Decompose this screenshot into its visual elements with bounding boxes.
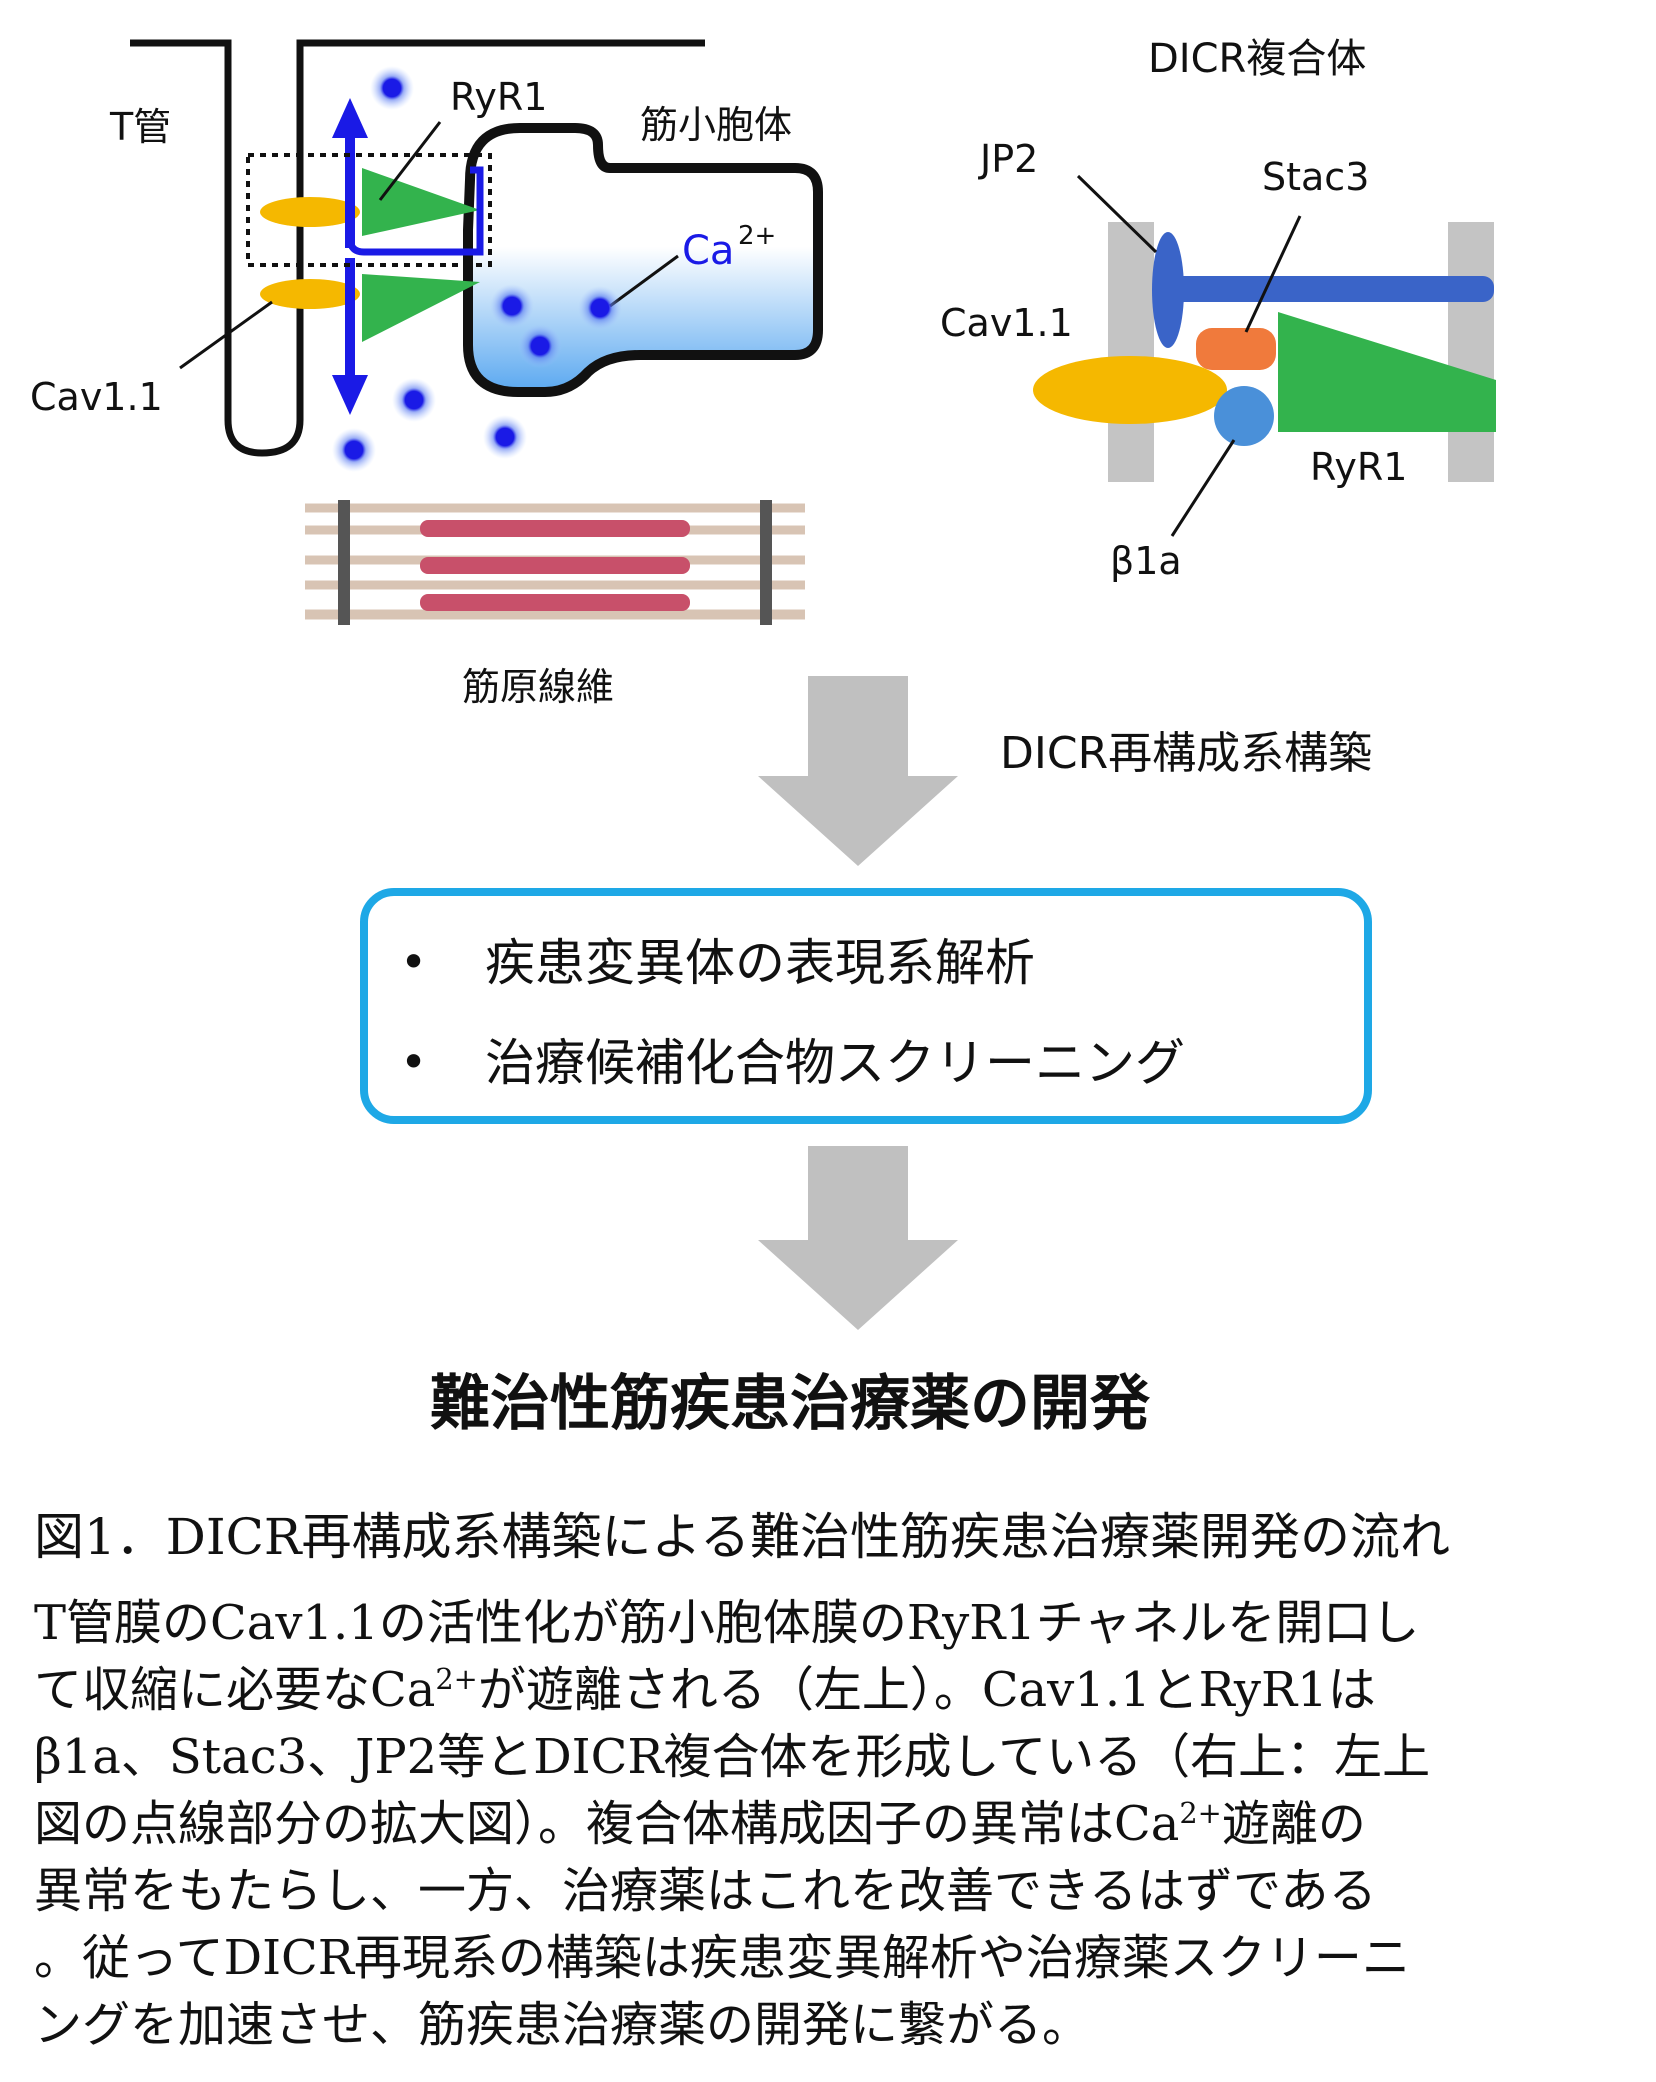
stac3-label: Stac3 <box>1262 155 1369 199</box>
caption-line: 。従ってDICR再現系の構築は疾患変異解析や治療薬スクリーニ <box>34 1930 1410 1986</box>
myosin-filament <box>420 557 690 574</box>
down-arrow-2 <box>758 1146 958 1330</box>
ca-ion <box>332 428 376 472</box>
beta1a <box>1214 386 1274 446</box>
ca-label: Ca <box>682 228 734 274</box>
cav11-lower <box>260 279 360 309</box>
jp2-leader <box>1076 174 1158 254</box>
ryr1-label-left: RyR1 <box>450 75 547 119</box>
sr-label: 筋小胞体 <box>640 103 792 147</box>
beta1a-leader <box>1170 439 1236 537</box>
ca-leader <box>609 254 679 308</box>
stac3-leader <box>1244 215 1302 333</box>
jp2-anchor <box>1152 232 1184 348</box>
ryr1-lower <box>362 274 480 342</box>
bullet-item-1: 疾患変異体の表現系解析 <box>485 934 1035 992</box>
ca-ion <box>392 378 436 422</box>
sr-membrane-strip <box>1448 222 1494 482</box>
stac3-block <box>1196 328 1276 370</box>
z-disc <box>338 500 350 625</box>
ca-ion <box>370 66 414 110</box>
sarcoplasmic-reticulum <box>463 123 823 397</box>
myofibril <box>305 500 805 625</box>
ca-ion <box>578 286 622 330</box>
cav11-upper <box>260 197 360 227</box>
goal-text: 難治性筋疾患治療薬の開発 <box>430 1369 1151 1439</box>
bullet-marker: • <box>400 1035 427 1089</box>
ca-label-base: Ca <box>682 228 734 274</box>
cav11-label-left: Cav1.1 <box>30 375 163 419</box>
left-panel: T管 筋小胞体 RyR1 Cav1.1 Ca 2+ <box>30 39 823 709</box>
bullet-marker: • <box>400 935 427 989</box>
ca-label-superscript: 2+ <box>738 221 776 251</box>
caption-title: 図1．DICR再構成系構築による難治性筋疾患治療薬開発の流れ <box>34 1508 1451 1566</box>
beta1a-label: β1a <box>1110 539 1182 583</box>
down-arrow-1 <box>758 676 958 866</box>
ryr1-label-right: RyR1 <box>1310 445 1407 489</box>
myosin-filament <box>420 594 690 611</box>
cav11-right <box>1033 356 1227 424</box>
ryr1-upper <box>362 168 480 236</box>
jp2-label: JP2 <box>978 137 1038 181</box>
caption-body: T管膜のCav1.1の活性化が筋小胞体膜のRyR1チャネルを開口し て収縮に必要… <box>34 1590 1634 2059</box>
cav11-leader-left <box>179 300 273 370</box>
ca-ion <box>483 415 527 459</box>
cav11-label-right: Cav1.1 <box>940 301 1073 345</box>
caption-line: 図の点線部分の拡大図）。複合体構成因子の異常はCa2+遊離の <box>34 1796 1366 1852</box>
t-tubule-membrane <box>130 39 705 457</box>
ca-ions <box>332 66 622 472</box>
caption-line: ングを加速させ、筋疾患治療薬の開発に繋がる。 <box>34 1997 1091 2053</box>
bullet-item-2: 治療候補化合物スクリーニング <box>485 1034 1185 1092</box>
action-box <box>360 888 1372 1124</box>
magnification-box <box>246 153 492 267</box>
myosin-filament <box>420 520 690 537</box>
ryr1-leader-left <box>378 121 442 201</box>
z-disc <box>760 500 772 625</box>
dicr-complex-title: DICR複合体 <box>1148 36 1366 82</box>
myofibril-label: 筋原線維 <box>462 665 614 709</box>
t-tubule-label: T管 <box>109 105 171 149</box>
caption-line: β1a、Stac3、JP2等とDICR複合体を形成している（右上：左上 <box>34 1729 1431 1785</box>
right-panel: DICR複合体 JP2 Stac3 RyR1 Cav1.1 β1a <box>940 36 1496 583</box>
caption-line: て収縮に必要なCa2+が遊離される（左上）。Cav1.1とRyR1は <box>34 1662 1376 1718</box>
ca-flow-arrowhead-up <box>332 98 368 138</box>
ca-ion <box>518 324 562 368</box>
ca-ion <box>490 284 534 328</box>
ca-channel-path <box>346 160 484 256</box>
flow-step-label: DICR再構成系構築 <box>1000 728 1372 779</box>
ca-flow-arrowhead-down <box>332 375 368 415</box>
ryr1-right <box>1278 312 1496 432</box>
t-tubule-membrane-strip <box>1108 222 1154 482</box>
figure-diagram: T管 筋小胞体 RyR1 Cav1.1 Ca 2+ <box>30 36 1496 1439</box>
caption-line: T管膜のCav1.1の活性化が筋小胞体膜のRyR1チャネルを開口し <box>34 1595 1420 1651</box>
caption-line: 異常をもたらし、一方、治療薬はこれを改善できるはずである <box>34 1863 1377 1919</box>
jp2-bar <box>1168 276 1494 302</box>
